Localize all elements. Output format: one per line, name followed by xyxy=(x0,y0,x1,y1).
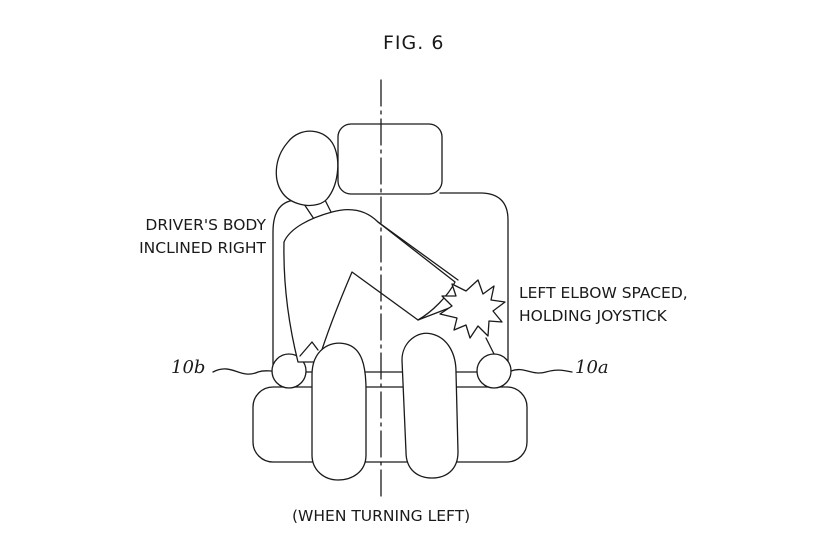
elbow-burst xyxy=(439,279,506,339)
seat-cushion xyxy=(252,386,528,463)
headrest xyxy=(337,123,443,195)
label-driver-body-line1: DRIVER'S BODY xyxy=(145,216,266,234)
figure-caption: (WHEN TURNING LEFT) xyxy=(292,507,471,525)
driver-leg-right xyxy=(401,332,459,479)
leader-10b xyxy=(212,368,273,375)
figure-title: FIG. 6 xyxy=(383,32,445,54)
joystick-10a xyxy=(476,353,512,389)
belt-clip xyxy=(299,341,319,357)
reference-numeral-10b: 10b xyxy=(171,357,206,378)
label-driver-body-line2: INCLINED RIGHT xyxy=(139,239,266,257)
driver-forearm xyxy=(485,337,495,355)
reference-numeral-10a: 10a xyxy=(575,357,609,378)
label-left-elbow-line1: LEFT ELBOW SPACED, xyxy=(519,284,688,302)
driver-head xyxy=(275,130,339,207)
leader-10a xyxy=(510,368,573,374)
label-left-elbow-line2: HOLDING JOYSTICK xyxy=(519,307,667,325)
driver-leg-left xyxy=(311,342,367,481)
